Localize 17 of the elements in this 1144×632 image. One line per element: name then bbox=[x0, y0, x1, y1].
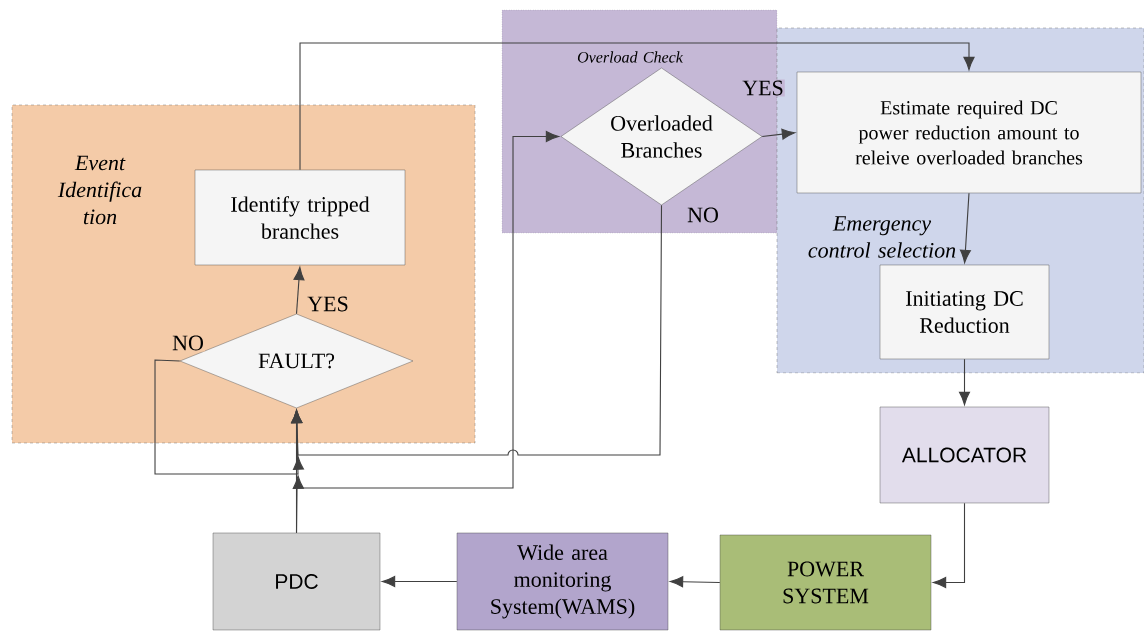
process-box: Estimate required DC power reduction amount to releive overloaded branches bbox=[796, 71, 1142, 194]
arrow bbox=[295, 130, 560, 534]
arrow bbox=[669, 576, 721, 588]
process-box: Wide area monitoring System(WAMS) bbox=[456, 532, 669, 631]
arrow bbox=[761, 128, 796, 140]
arrow bbox=[381, 575, 458, 588]
arrow bbox=[932, 502, 966, 589]
process-box: Initiating DC Reduction bbox=[879, 264, 1050, 360]
arrow bbox=[291, 204, 663, 470]
process-box: Identify tripped branches bbox=[194, 169, 406, 266]
arrow bbox=[959, 192, 971, 264]
arrow bbox=[293, 266, 305, 315]
process-box: POWER SYSTEM bbox=[719, 534, 932, 631]
process-box: ALLOCATOR bbox=[879, 406, 1050, 504]
process-box: PDC bbox=[212, 532, 381, 631]
arrow bbox=[958, 358, 971, 406]
arrow bbox=[299, 42, 975, 171]
